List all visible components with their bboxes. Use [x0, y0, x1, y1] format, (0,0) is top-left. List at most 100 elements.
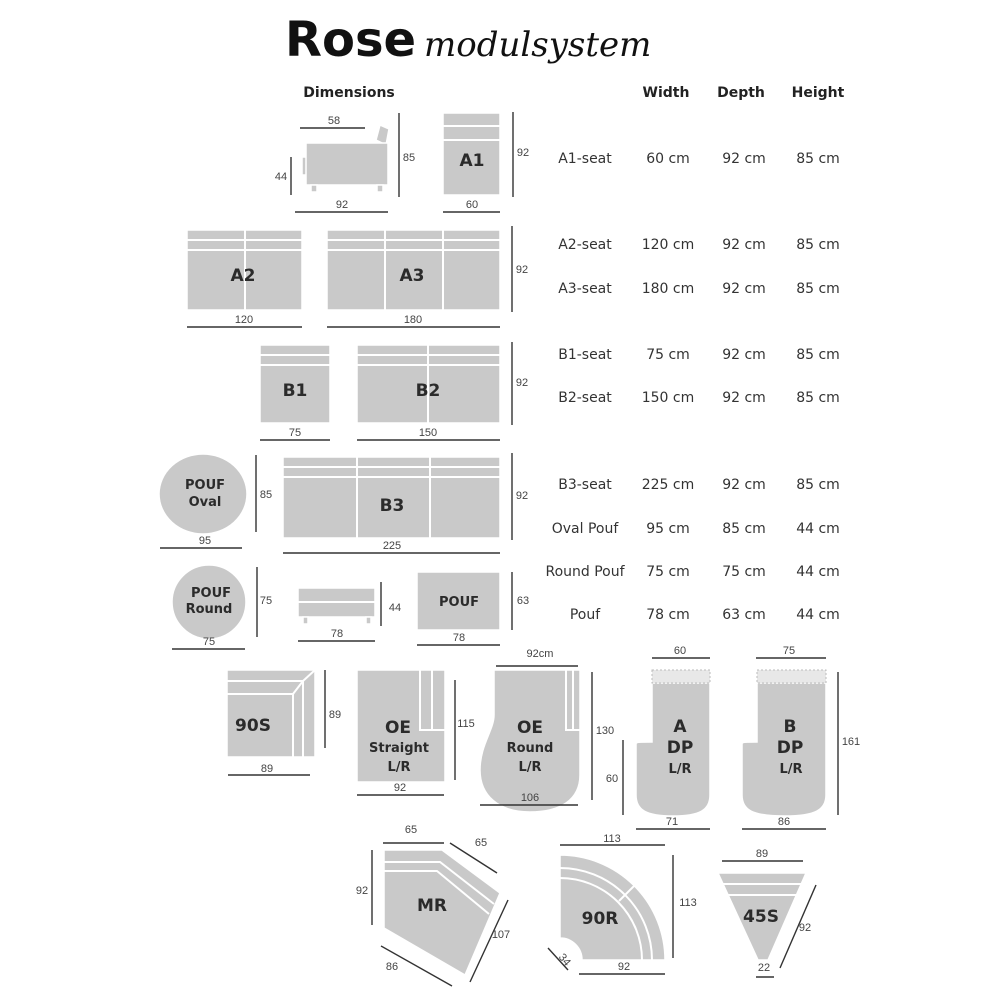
- dim-oe-round-width: 106: [521, 792, 539, 804]
- dim-a3-width: 180: [404, 314, 422, 326]
- cell-width: 225 cm: [642, 477, 695, 493]
- dim-pouf-depth: 63: [517, 595, 529, 607]
- module-a3: A3 180 92: [326, 226, 528, 328]
- header-width: Width: [643, 85, 690, 101]
- cell-name: A1-seat: [558, 151, 612, 167]
- module-90s: 90S 89 89: [226, 669, 341, 776]
- label-pouf-oval-2: Oval: [189, 495, 222, 510]
- cell-width: 75 cm: [646, 347, 690, 363]
- label-90s: 90S: [235, 716, 271, 736]
- cell-depth: 92 cm: [722, 477, 766, 493]
- dim-oe-round-width-top: 92cm: [527, 648, 554, 660]
- cell-width: 78 cm: [646, 607, 690, 623]
- dim-b1-width: 75: [289, 427, 301, 439]
- module-a-dp: A DP L/R 60 60 71: [606, 645, 711, 830]
- label-a-dp-2: DP: [667, 738, 694, 758]
- dim-a1-width: 60: [466, 199, 478, 211]
- label-b-dp-2: DP: [777, 738, 804, 758]
- dim-b2-width: 150: [419, 427, 437, 439]
- dim-mr-left: 92: [356, 885, 368, 897]
- module-oe-round: OE Round L/R 92cm 130 106: [479, 648, 614, 813]
- dim-a2-width: 120: [235, 314, 253, 326]
- label-oe-round-1: OE: [517, 718, 543, 738]
- dim-45s-top: 89: [756, 848, 768, 860]
- dim-a1-depth: 92: [336, 199, 348, 211]
- dim-mr-diagonal: 65: [475, 837, 487, 849]
- module-b1: B1 75: [259, 344, 331, 441]
- label-pouf-round-1: POUF: [191, 586, 231, 601]
- label-a-dp-1: A: [673, 717, 687, 737]
- dim-mr-right: 107: [492, 929, 510, 941]
- dim-b3-depth: 92: [516, 490, 528, 502]
- dim-b-dp-depth: 161: [842, 736, 860, 748]
- header-dimensions: Dimensions: [303, 85, 395, 101]
- module-pouf-oval: POUF Oval 95 85: [158, 453, 272, 549]
- module-pouf: POUF 63 78: [416, 571, 529, 646]
- dim-oe-straight-depth: 115: [457, 718, 475, 730]
- dim-a1-seat-height: 44: [275, 171, 287, 183]
- cell-height: 85 cm: [796, 237, 840, 253]
- label-b-dp-1: B: [784, 717, 797, 737]
- dim-90r-top: 113: [603, 833, 621, 845]
- cell-height: 44 cm: [796, 521, 840, 537]
- dim-90r-bottom: 92: [618, 961, 630, 973]
- module-mr: MR 65 65 92 107 86: [356, 824, 510, 987]
- dim-b-dp-bottom-width: 86: [778, 816, 790, 828]
- label-oe-straight-3: L/R: [387, 760, 410, 775]
- cell-name: A2-seat: [558, 237, 612, 253]
- dim-round-width: 75: [203, 636, 215, 648]
- dim-pouf-side-width: 78: [331, 628, 343, 640]
- cell-depth: 63 cm: [722, 607, 766, 623]
- dim-pouf-width: 78: [453, 632, 465, 644]
- pouf-side-view: 44 78: [297, 582, 401, 642]
- dim-90r-inner: 34: [556, 952, 573, 969]
- dim-a-dp-chaise: 60: [606, 773, 618, 785]
- cell-height: 85 cm: [796, 281, 840, 297]
- dim-b-dp-width: 75: [783, 645, 795, 657]
- module-b2: B2 150 92: [356, 342, 528, 441]
- table-row: A2-seat 120 cm 92 cm 85 cm: [558, 237, 840, 253]
- label-oe-straight-2: Straight: [369, 741, 429, 756]
- module-b-dp: B DP L/R 75 161 86: [741, 645, 860, 830]
- dim-a1-seat-depth: 58: [328, 115, 340, 127]
- label-45s: 45S: [743, 907, 779, 927]
- label-a3: A3: [400, 266, 425, 286]
- label-pouf-oval-1: POUF: [185, 478, 225, 493]
- module-90r: 90R 113 113 92 34: [547, 833, 697, 975]
- dim-90r-right: 113: [679, 897, 697, 909]
- dim-round-depth: 75: [260, 595, 272, 607]
- label-pouf-round-2: Round: [186, 602, 233, 617]
- cell-width: 180 cm: [642, 281, 695, 297]
- cell-depth: 92 cm: [722, 237, 766, 253]
- cell-name: Oval Pouf: [552, 521, 620, 537]
- cell-height: 85 cm: [796, 151, 840, 167]
- label-b-dp-3: L/R: [779, 762, 802, 777]
- module-pouf-round: POUF Round 75 75: [171, 564, 272, 650]
- cell-depth: 92 cm: [722, 151, 766, 167]
- dim-oe-straight-width: 92: [394, 782, 406, 794]
- cell-height: 44 cm: [796, 564, 840, 580]
- dim-mr-top: 65: [405, 824, 417, 836]
- cell-name: B3-seat: [558, 477, 612, 493]
- cell-depth: 92 cm: [722, 281, 766, 297]
- dim-90s-width: 89: [261, 763, 273, 775]
- dim-oval-width: 95: [199, 535, 211, 547]
- dim-pouf-height: 44: [389, 602, 401, 614]
- dim-a-dp-bottom-width: 71: [666, 816, 678, 828]
- a1-side-view: 58 44 85 92: [275, 113, 415, 213]
- label-90r: 90R: [582, 909, 619, 929]
- label-a-dp-3: L/R: [668, 762, 691, 777]
- cell-width: 120 cm: [642, 237, 695, 253]
- label-mr: MR: [417, 896, 447, 916]
- cell-width: 95 cm: [646, 521, 690, 537]
- label-oe-round-3: L/R: [518, 760, 541, 775]
